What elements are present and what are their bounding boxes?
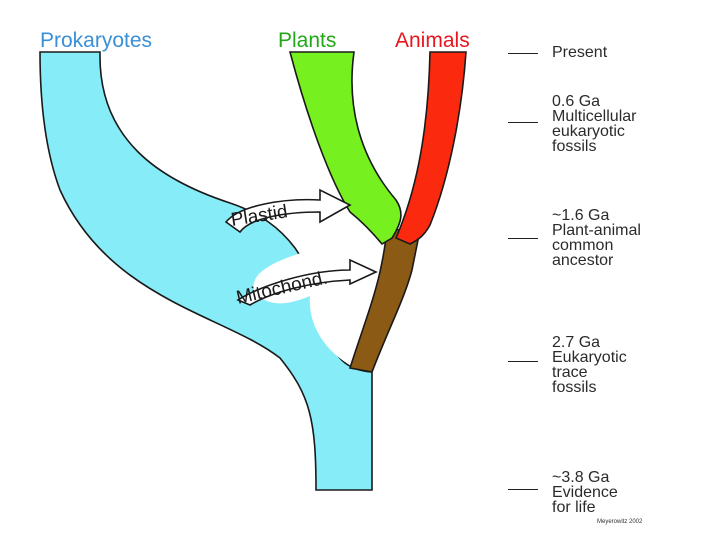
timeline-tick bbox=[508, 238, 538, 239]
timeline-label: 0.6 Ga Multicellular eukaryotic fossils bbox=[552, 93, 637, 155]
timeline-label: Present bbox=[552, 44, 608, 61]
timeline-label: 2.7 Ga Eukaryotic trace fossils bbox=[552, 334, 627, 396]
header-prokaryotes: Prokaryotes bbox=[40, 29, 153, 52]
plants-branch bbox=[288, 51, 402, 246]
animals-branch bbox=[394, 51, 467, 245]
timeline-tick bbox=[508, 489, 538, 490]
mitochond-arrow bbox=[236, 258, 378, 306]
timeline-label: ~1.6 Ga Plant-animal common ancestor bbox=[552, 207, 641, 269]
timeline-tick bbox=[508, 122, 538, 123]
timeline-tick bbox=[508, 53, 538, 54]
header-plants: Plants bbox=[278, 29, 337, 52]
plastid-arrow bbox=[224, 188, 352, 234]
timeline-tick bbox=[508, 361, 538, 362]
header-animals: Animals bbox=[395, 29, 470, 52]
source-credit: Meyerowitz 2002 bbox=[597, 519, 643, 525]
timeline-label: ~3.8 Ga Evidence for life bbox=[552, 469, 618, 516]
